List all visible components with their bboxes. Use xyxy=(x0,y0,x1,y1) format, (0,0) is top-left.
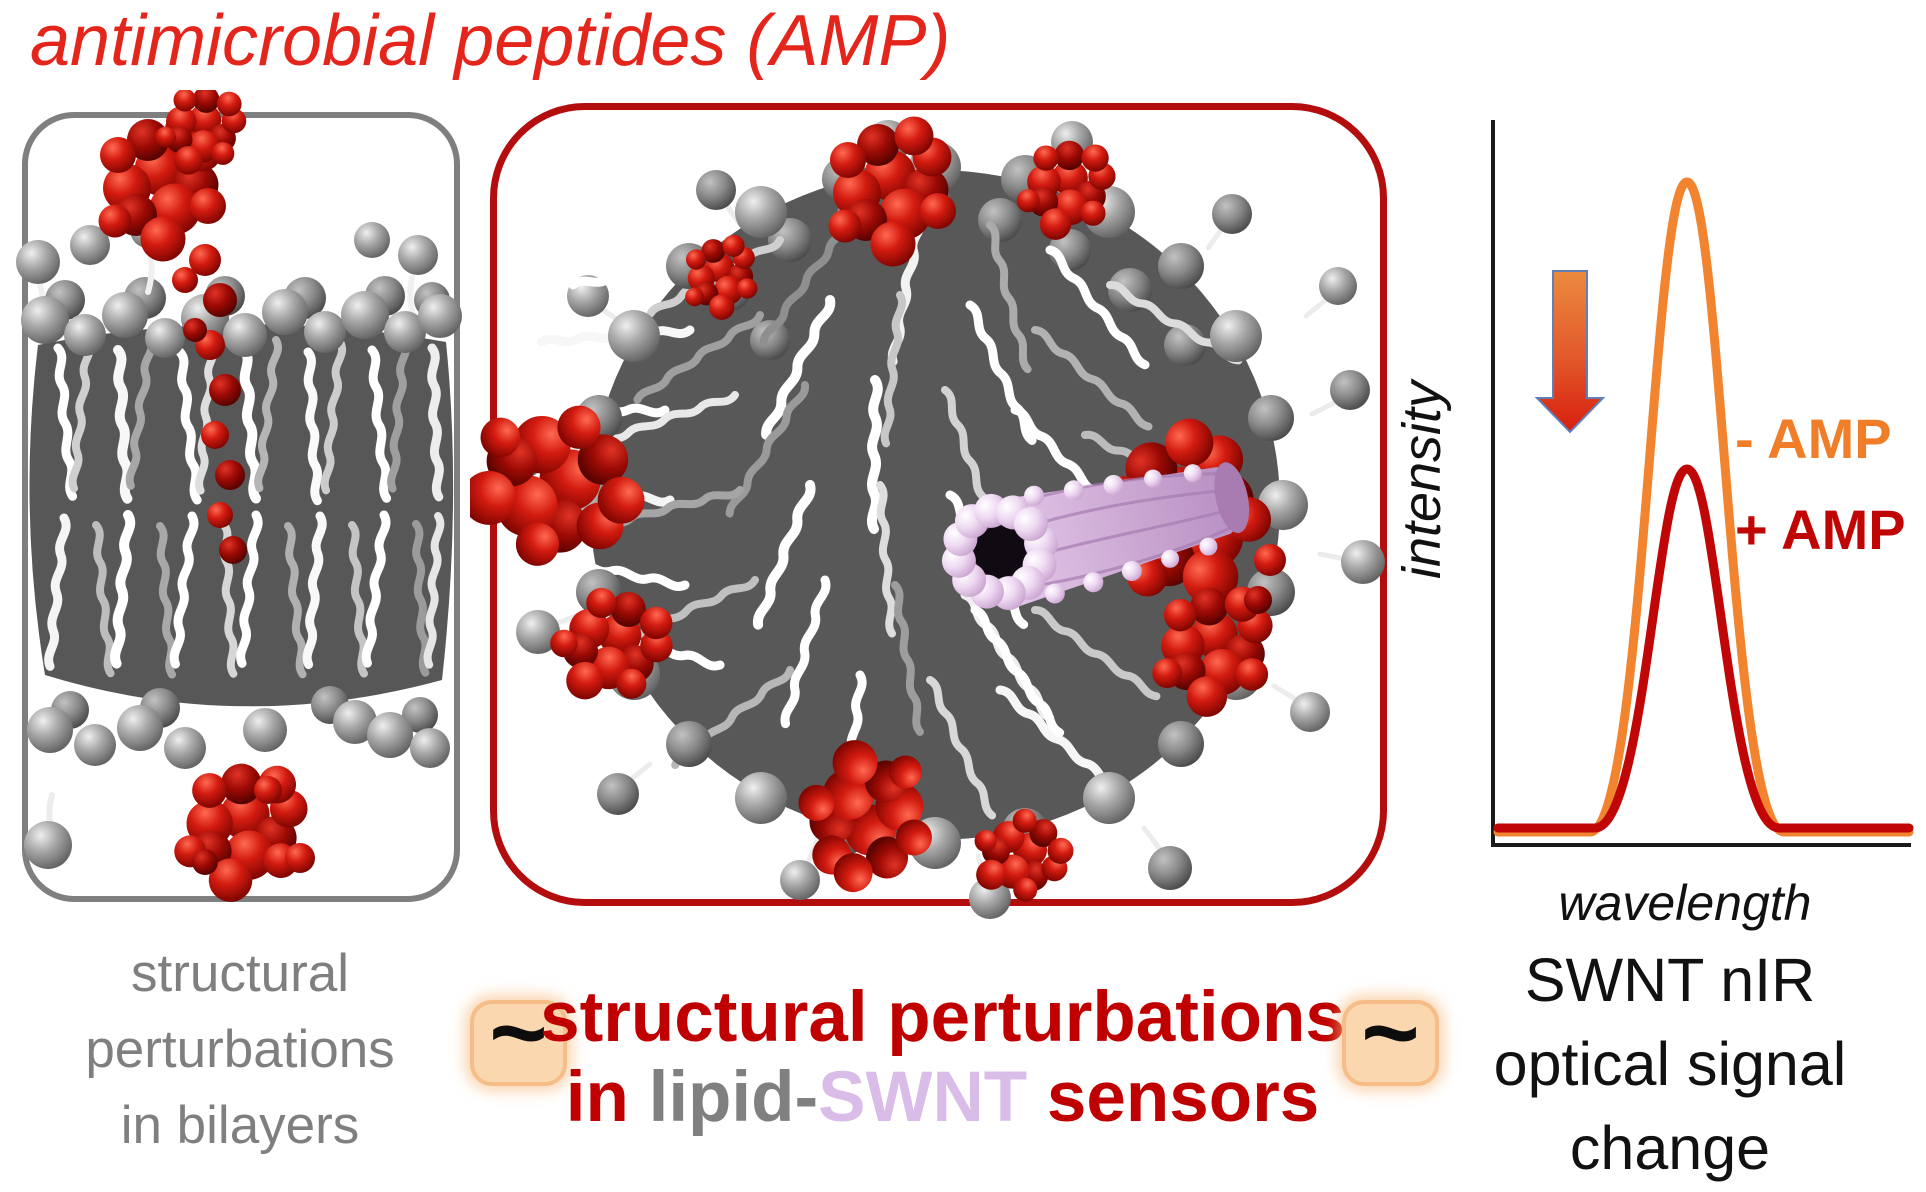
caption-lipid-swnt: structural perturbations in lipid-SWNT s… xyxy=(520,978,1365,1138)
red-peptide-top xyxy=(98,90,259,564)
caption-swnt-nir: SWNT nIR optical signal change xyxy=(1435,938,1905,1190)
red-peptide-clusters xyxy=(470,116,1294,919)
caption-swnt-nir-line2: optical signal xyxy=(1493,1030,1847,1098)
red-peptide-bottom xyxy=(164,744,322,917)
caption-bilayers-line1: structural xyxy=(131,944,349,1003)
caption-swnt-nir-line3: change xyxy=(1569,1114,1771,1182)
curve-with-amp xyxy=(1493,464,1914,833)
bottom-headgroups xyxy=(24,686,450,869)
caption-swnt-nir-line1: SWNT nIR xyxy=(1524,946,1816,1014)
caption-part-in: in xyxy=(565,1058,649,1137)
signal-decrease-arrow-icon xyxy=(1534,270,1606,434)
caption-lipid-swnt-line2: in lipid-SWNT sensors xyxy=(520,1058,1365,1138)
micelle-swnt-rendering xyxy=(470,116,1385,919)
caption-part-lipid: lipid- xyxy=(648,1058,819,1137)
approx-equal-box-right: ~ xyxy=(1342,983,1439,1086)
top-headgroups xyxy=(16,212,462,358)
legend-no-amp: - AMP xyxy=(1735,407,1892,470)
caption-part-sensors: sensors xyxy=(1027,1058,1320,1137)
x-axis-label: wavelength xyxy=(1559,875,1812,931)
caption-bilayers-line3: in bilayers xyxy=(120,1096,360,1155)
legend-with-amp: + AMP xyxy=(1735,498,1906,561)
caption-lipid-swnt-line1: structural perturbations xyxy=(540,978,1345,1057)
caption-part-swnt: SWNT xyxy=(818,1058,1028,1137)
nanotube-graphic xyxy=(941,462,1250,611)
figure-title: antimicrobial peptides (AMP) xyxy=(30,1,951,81)
bilayer-rendering xyxy=(16,90,462,917)
curve-no-amp xyxy=(1493,177,1914,837)
y-axis-label: intensity xyxy=(1395,378,1452,579)
spectra-chart: intensity wavelength - AMP + AMP xyxy=(1395,120,1914,931)
caption-bilayers: structural perturbations in bilayers xyxy=(10,936,470,1164)
approx-equal-box-left: ~ xyxy=(470,983,567,1086)
caption-bilayers-line2: perturbations xyxy=(85,1020,395,1079)
